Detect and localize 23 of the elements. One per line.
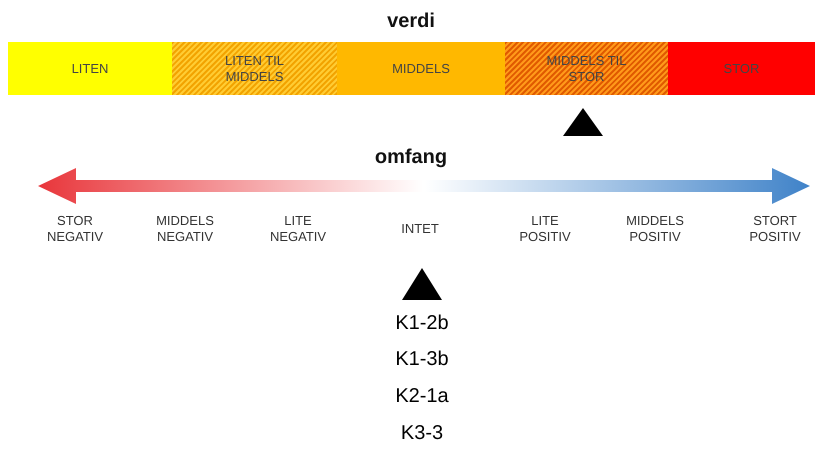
scale-segment (8, 42, 172, 95)
scale-segment (172, 42, 337, 95)
code-label: K1-2b (394, 311, 450, 336)
scale-segment (668, 42, 815, 95)
heading: verdi (386, 9, 436, 34)
segment-label: LITEN TIL MIDDELS (224, 52, 285, 84)
segment-label: MIDDELS (391, 60, 451, 76)
scale-label: STORT POSITIV (748, 213, 802, 245)
heading: omfang (374, 145, 448, 170)
scale-label: MIDDELS NEGATIV (155, 213, 215, 245)
segment-label: MIDDELS TIL STOR (546, 52, 628, 84)
scale-label: LITE NEGATIV (268, 213, 328, 245)
scale-label: MIDDELS POSITIV (625, 213, 685, 245)
code-label: K2-1a (394, 384, 450, 409)
scale-segment (505, 42, 668, 95)
scale-segment (337, 42, 505, 95)
scale-label: INTET (400, 220, 440, 238)
scale-label: STOR NEGATIV (46, 213, 104, 245)
segment-label: STOR (722, 60, 760, 76)
code-label: K1-3b (394, 347, 450, 372)
segment-label: LITEN (70, 60, 110, 76)
code-label: K3-3 (400, 421, 444, 446)
scale-label: LITE POSITIV (518, 213, 572, 245)
